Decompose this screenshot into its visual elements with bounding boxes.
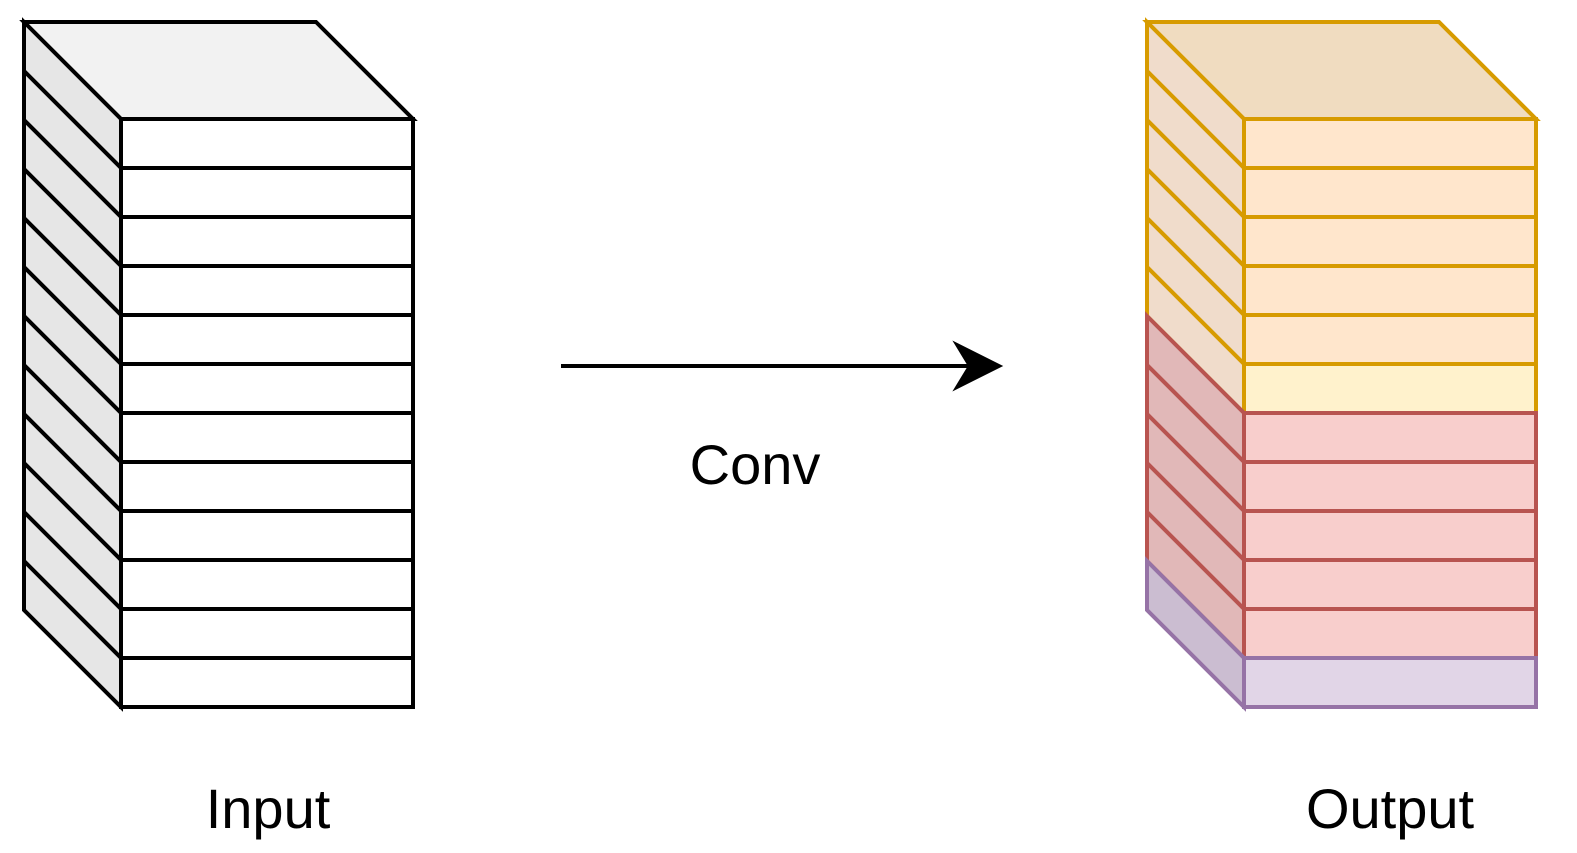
front-layer (1242, 117, 1538, 170)
input-label: Input (205, 777, 331, 840)
arrow-head (952, 340, 1004, 392)
front-layer (119, 264, 415, 317)
front-layer (1242, 411, 1538, 464)
front-layer (119, 117, 415, 170)
front-layer (1242, 656, 1538, 709)
front-layer (119, 656, 415, 709)
front-layer (1242, 607, 1538, 660)
front-layer (119, 313, 415, 366)
front-layer (1242, 362, 1538, 415)
output-block (1142, 17, 1541, 712)
front-layer (119, 607, 415, 660)
front-layer (1242, 313, 1538, 366)
conv-label: Conv (689, 433, 821, 496)
front-layer (119, 558, 415, 611)
front-layer (119, 215, 415, 268)
front-layer (1242, 558, 1538, 611)
input-block (19, 17, 418, 712)
front-layer (119, 411, 415, 464)
output-label: Output (1305, 777, 1475, 840)
front-layer (119, 509, 415, 562)
conv-arrow (561, 340, 1004, 392)
front-layer (119, 166, 415, 219)
front-layer (1242, 509, 1538, 562)
front-layer (1242, 460, 1538, 513)
front-layer (1242, 264, 1538, 317)
front-layer (119, 362, 415, 415)
front-layer (1242, 215, 1538, 268)
front-layer (1242, 166, 1538, 219)
front-layer (119, 460, 415, 513)
